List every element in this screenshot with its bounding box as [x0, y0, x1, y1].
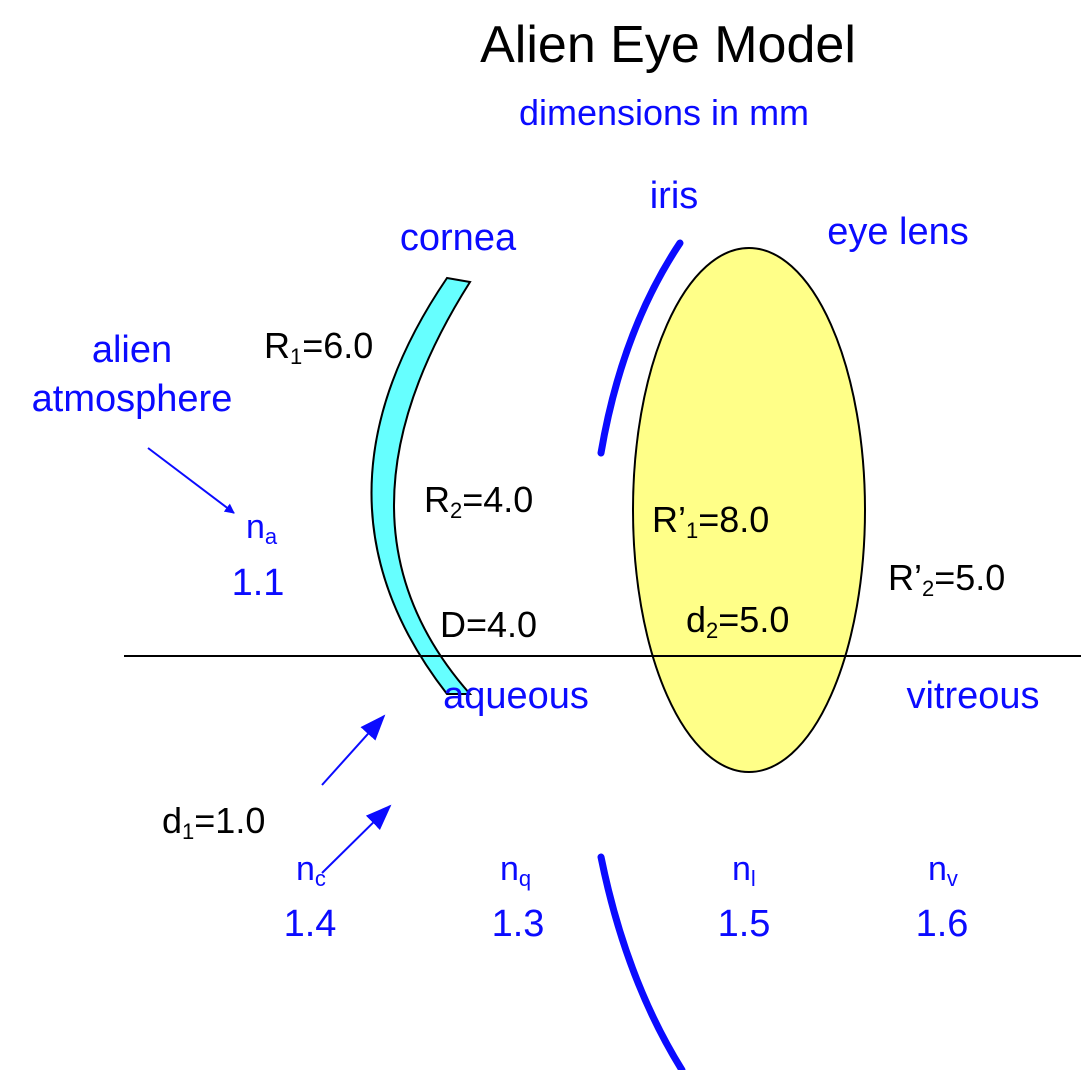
iris-upper-arc	[597, 239, 684, 457]
cornea-thickness-d1-label: d1=1.0	[162, 800, 265, 844]
cornea-label: cornea	[400, 217, 517, 259]
eye-lens-label: eye lens	[827, 211, 969, 253]
cornea-thickness-arrow-lower	[321, 804, 392, 874]
lens-thickness-d2-label: d2=5.0	[686, 599, 789, 643]
diagram-title: Alien Eye Model	[480, 16, 856, 74]
index-atmosphere-symbol: na	[246, 508, 278, 549]
index-vitreous-symbol: nv	[928, 850, 958, 891]
iris-label: iris	[650, 175, 699, 217]
index-cornea-symbol: nc	[296, 850, 326, 891]
diagram-subtitle: dimensions in mm	[519, 92, 809, 133]
radius-r2-label: R2=4.0	[424, 479, 533, 523]
cornea-shape	[370, 276, 473, 695]
index-lens-symbol: nl	[732, 850, 756, 891]
index-vitreous-value: 1.6	[916, 903, 969, 945]
index-aqueous-symbol: nq	[500, 850, 531, 891]
cornea-thickness-arrow-upper	[321, 714, 386, 786]
index-cornea-value: 1.4	[284, 903, 337, 945]
aqueous-label: aqueous	[443, 675, 589, 717]
atmosphere-arrow	[147, 447, 235, 514]
vitreous-label: vitreous	[906, 675, 1039, 717]
radius-r-prime-2-label: R’2=5.0	[888, 557, 1005, 601]
eye-lens-shape	[632, 247, 866, 773]
index-lens-value: 1.5	[718, 903, 771, 945]
index-aqueous-value: 1.3	[492, 903, 545, 945]
atmosphere-label-line2: atmosphere	[32, 378, 233, 420]
radius-r-prime-1-label: R’1=8.0	[652, 499, 769, 543]
distance-d-label: D=4.0	[440, 604, 537, 645]
radius-r1-label: R1=6.0	[264, 325, 373, 369]
atmosphere-label-line1: alien	[92, 329, 172, 371]
iris-lower-arc	[597, 853, 686, 1070]
index-atmosphere-value: 1.1	[232, 562, 285, 604]
